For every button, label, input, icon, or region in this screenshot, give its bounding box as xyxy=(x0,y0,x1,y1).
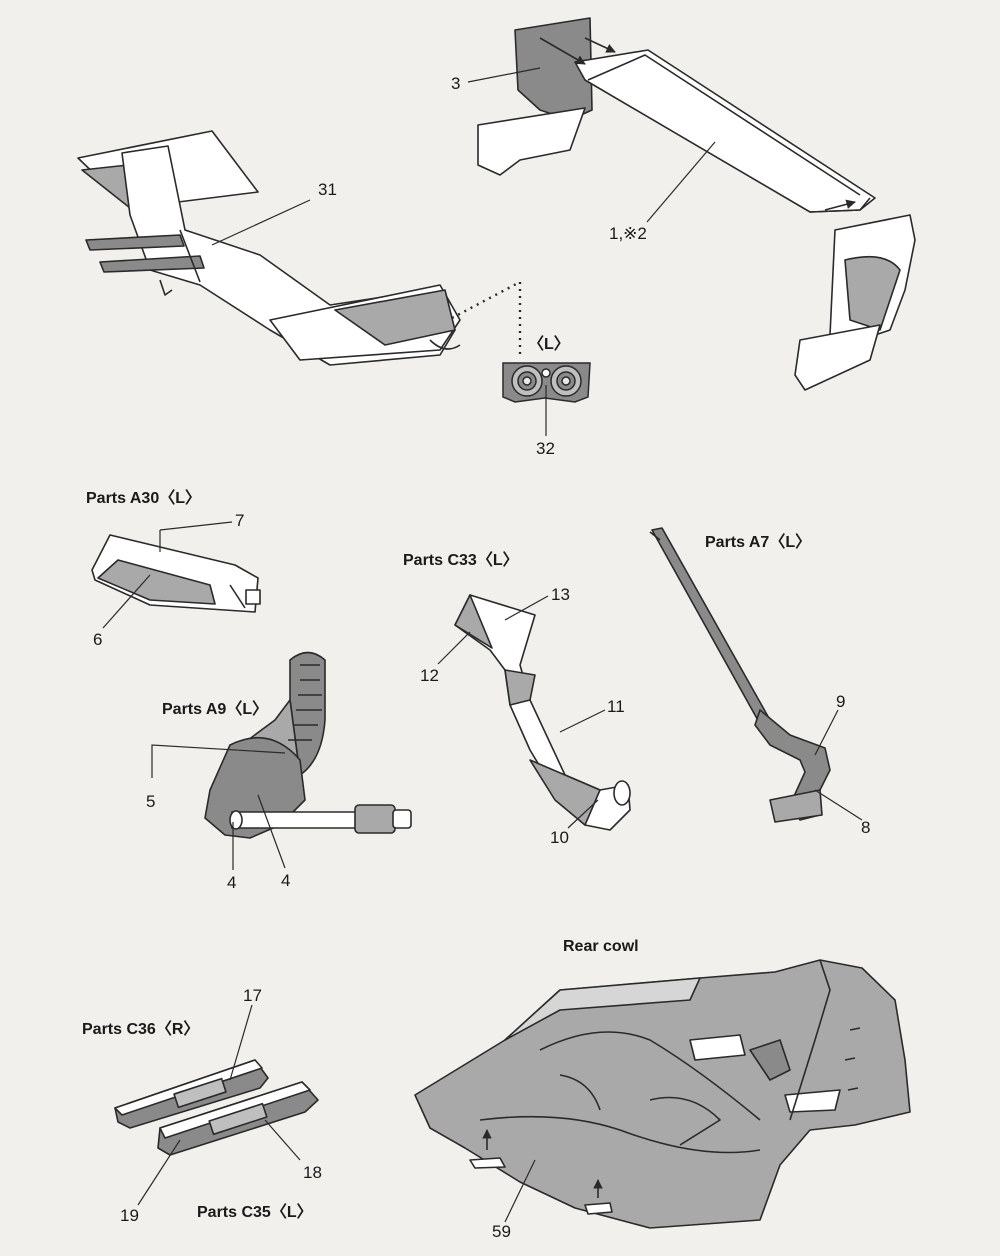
callout-12: 12 xyxy=(420,666,439,686)
part-a7-pipe xyxy=(650,528,830,822)
rear-cowl-part-59 xyxy=(415,960,910,1228)
header-parts-c35: Parts C35〈L〉 xyxy=(197,1198,313,1222)
callout-13: 13 xyxy=(551,585,570,605)
leader-9 xyxy=(815,710,838,755)
leader-12 xyxy=(438,632,470,664)
callout-4a: 4 xyxy=(227,873,236,893)
header-parts-a9: Parts A9〈L〉 xyxy=(162,695,268,719)
callout-6: 6 xyxy=(93,630,102,650)
callout-1-2: 1,※2 xyxy=(609,224,647,244)
callout-18: 18 xyxy=(303,1163,322,1183)
header-parts-c33: Parts C33〈L〉 xyxy=(403,546,519,570)
callout-8: 8 xyxy=(861,818,870,838)
leader-19 xyxy=(138,1140,180,1205)
header-decal-side: 〈L〉 xyxy=(528,330,570,354)
part-a30-duct xyxy=(92,535,260,612)
header-parts-a30: Parts A30〈L〉 xyxy=(86,484,201,508)
leader-18 xyxy=(265,1120,300,1160)
callout-17: 17 xyxy=(243,986,262,1006)
header-parts-c36: Parts C36〈R〉 xyxy=(82,1015,199,1039)
callout-4b: 4 xyxy=(281,871,290,891)
leader-1 xyxy=(647,142,715,222)
callout-3: 3 xyxy=(451,74,460,94)
header-rear-cowl: Rear cowl xyxy=(563,938,639,956)
callout-32: 32 xyxy=(536,439,555,459)
callout-19: 19 xyxy=(120,1206,139,1226)
callout-7: 7 xyxy=(235,511,244,531)
part-c33-duct xyxy=(455,595,630,830)
leader-7 xyxy=(160,522,232,530)
callout-10: 10 xyxy=(550,828,569,848)
leader-11 xyxy=(560,710,605,732)
header-parts-a7: Parts A7〈L〉 xyxy=(705,528,811,552)
callout-11: 11 xyxy=(607,697,625,717)
part-c36-c35-plates xyxy=(115,1060,318,1155)
callout-31: 31 xyxy=(318,180,337,200)
part-a9-intake xyxy=(205,653,411,839)
front-wing-part-31 xyxy=(78,131,460,365)
leader-31 xyxy=(212,200,310,245)
dotted-connector xyxy=(452,282,520,355)
callout-9: 9 xyxy=(836,692,845,712)
callout-59: 59 xyxy=(492,1222,511,1242)
callout-5: 5 xyxy=(146,792,155,812)
